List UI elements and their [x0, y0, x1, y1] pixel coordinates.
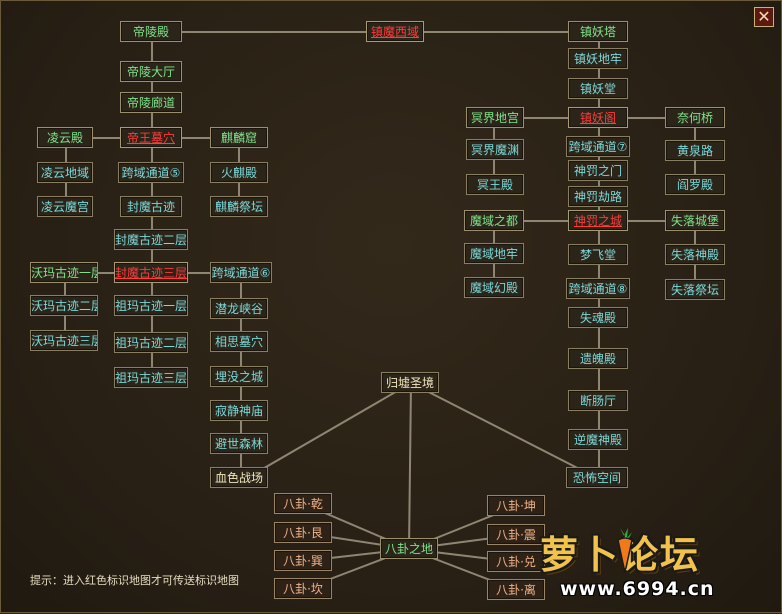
map-node-kuayutongdao7[interactable]: 跨域通道⑦ [566, 136, 630, 157]
map-node-bagua-xun[interactable]: 八卦·巽 [274, 550, 332, 571]
map-node-zhenyaodilao[interactable]: 镇妖地牢 [568, 48, 628, 69]
map-node-zhenyaotang[interactable]: 镇妖堂 [568, 78, 628, 99]
map-node-mengfeitang[interactable]: 梦飞堂 [568, 244, 628, 265]
map-node-mingwangdian[interactable]: 冥王殿 [466, 174, 524, 195]
map-node-lingyunmogong[interactable]: 凌云魔宫 [37, 196, 93, 217]
map-node-lingyundian[interactable]: 凌云殿 [37, 127, 93, 148]
carrot-icon [617, 528, 633, 570]
map-node-tianmaguji1[interactable]: 沃玛古迹一层 [30, 262, 98, 283]
map-node-dilinglangdao[interactable]: 帝陵廊道 [120, 92, 182, 113]
map-node-bagua-qian[interactable]: 八卦·乾 [274, 493, 332, 514]
map-node-bagua-kan[interactable]: 八卦·坎 [274, 578, 332, 599]
map-node-duanchangting[interactable]: 断肠厅 [568, 390, 628, 411]
map-node-zumaguji1[interactable]: 祖玛古迹一层 [114, 295, 188, 316]
map-node-kongbukongjian[interactable]: 恐怖空间 [566, 467, 628, 488]
map-node-zhenyaoge[interactable]: 镇妖阁 [568, 107, 628, 128]
map-node-dilingdating[interactable]: 帝陵大厅 [120, 61, 182, 82]
map-node-moyudilao[interactable]: 魔域地牢 [464, 243, 524, 264]
map-node-mingjiedigong[interactable]: 冥界地宫 [466, 107, 524, 128]
watermark-logo: 萝卜论坛 www.6994.cn [532, 522, 772, 608]
close-icon[interactable]: ✕ [754, 7, 774, 27]
map-node-tianmaguji3[interactable]: 沃玛古迹三层 [30, 330, 98, 351]
map-node-fengmogujier[interactable]: 封魔古迹二层 [114, 229, 188, 250]
map-node-bagua-dui[interactable]: 八卦·兑 [487, 551, 545, 572]
map-node-moyuzhidu[interactable]: 魔域之都 [464, 210, 524, 231]
map-node-baguazhidi[interactable]: 八卦之地 [380, 538, 438, 559]
map-node-guixushengjing[interactable]: 归墟圣境 [381, 372, 439, 393]
map-node-bagua-li[interactable]: 八卦·离 [487, 579, 545, 600]
map-node-bishisenlin[interactable]: 避世森林 [210, 433, 268, 454]
map-node-qilinku[interactable]: 麒麟窟 [210, 127, 268, 148]
map-node-zhenyaota[interactable]: 镇妖塔 [568, 21, 628, 42]
hint-text: 提示：进入红色标识地图才可传送标识地图 [30, 574, 239, 587]
map-node-shenfazhimen[interactable]: 神罚之门 [568, 160, 628, 181]
map-node-huangquanlu[interactable]: 黄泉路 [665, 140, 725, 161]
map-node-shenfajielu[interactable]: 神罚劫路 [568, 186, 628, 207]
map-node-xiangsimuxue[interactable]: 相思墓穴 [210, 331, 268, 352]
map-node-shiluojitan[interactable]: 失落祭坛 [665, 279, 725, 300]
map-node-lingyundiyu[interactable]: 凌云地域 [37, 162, 93, 183]
map-node-fengmogujisan[interactable]: 封魔古迹三层 [114, 262, 188, 283]
map-node-shihundian[interactable]: 失魂殿 [568, 307, 628, 328]
watermark-url: www.6994.cn [560, 578, 715, 600]
map-node-zumaguji3[interactable]: 祖玛古迹三层 [114, 367, 188, 388]
map-node-xuesezhanchang[interactable]: 血色战场 [210, 467, 268, 488]
map-node-kuayutongdao8[interactable]: 跨域通道⑧ [566, 278, 630, 299]
map-node-zumaguji2[interactable]: 祖玛古迹二层 [114, 332, 188, 353]
map-node-mingjiemoyuan[interactable]: 冥界魔渊 [466, 139, 524, 160]
map-node-maimeizhicheng[interactable]: 埋没之城 [210, 366, 268, 387]
map-node-kuayutongdao5[interactable]: 跨域通道⑤ [118, 162, 184, 183]
map-node-fengmoguji[interactable]: 封魔古迹 [120, 196, 182, 217]
map-node-huoqilindian[interactable]: 火麒殿 [210, 162, 268, 183]
map-node-moyuhuandian[interactable]: 魔域幻殿 [464, 277, 524, 298]
map-node-bagua-zhen[interactable]: 八卦·震 [487, 524, 545, 545]
map-node-qilinjitan[interactable]: 麒麟祭坛 [210, 196, 268, 217]
map-node-nimoshendian[interactable]: 逆魔神殿 [568, 429, 628, 450]
map-node-dilingdian[interactable]: 帝陵殿 [120, 21, 182, 42]
map-node-kuayutongdao6[interactable]: 跨域通道⑥ [210, 262, 272, 283]
map-node-naiheqiao[interactable]: 奈何桥 [665, 107, 725, 128]
map-node-yanluodian[interactable]: 阎罗殿 [665, 174, 725, 195]
map-node-tianmaguji2[interactable]: 沃玛古迹二层 [30, 295, 98, 316]
map-node-diwangmuxue[interactable]: 帝王墓穴 [120, 127, 182, 148]
map-node-jijingshenmiao[interactable]: 寂静神庙 [210, 400, 268, 421]
map-node-title[interactable]: 镇魔西域 [366, 21, 424, 42]
map-node-shiluochengbao[interactable]: 失落城堡 [665, 210, 725, 231]
map-node-shenfazhicheng[interactable]: 神罚之城 [568, 210, 628, 231]
map-node-bagua-gen[interactable]: 八卦·艮 [274, 522, 332, 543]
map-node-bagua-kun[interactable]: 八卦·坤 [487, 495, 545, 516]
map-node-shiluoshendian[interactable]: 失落神殿 [665, 244, 725, 265]
map-node-yipodian[interactable]: 遗魄殿 [568, 348, 628, 369]
map-node-qianlongxiagu[interactable]: 潜龙峡谷 [210, 298, 268, 319]
